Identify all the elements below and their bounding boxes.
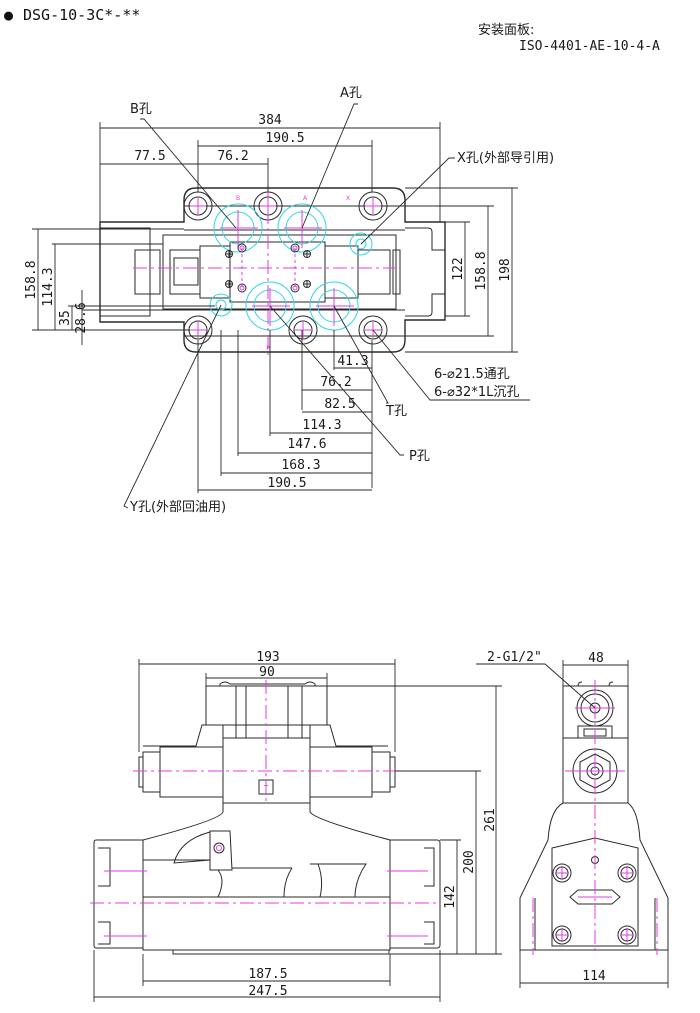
bolt-hole [358,191,388,221]
top-view: B A X P 384 190.5 77.5 76.2 122 [24,86,554,515]
dim-41-3: 41.3 [337,354,368,369]
port-x-circle [349,232,373,256]
callout-g-thread: 2-G1/2" [487,650,542,665]
side-dimensions: 48 114 2-G1/2" [476,650,669,988]
dim-158-8-left: 158.8 [24,260,39,299]
port-circles [209,203,373,331]
dim-114-3-bottom: 114.3 [302,418,341,433]
dim-28-6: 28.6 [74,302,89,333]
dim-114-3-left: 114.3 [41,267,56,306]
bottom-dimensions: 41.3 76.2 82.5 114.3 147.6 168.3 190.5 [197,330,373,493]
dim-193: 193 [256,650,279,665]
bullet-mark: ● [4,6,13,24]
dim-200: 200 [462,850,477,873]
callout-p-port: P孔 [409,449,430,464]
callout-counterbore: 6-⌀32*1L沉孔 [434,385,519,400]
dim-122: 122 [451,257,466,280]
port-b-circle [213,203,263,253]
dim-82-5: 82.5 [324,397,355,412]
model-title: DSG-10-3C*-** [23,6,140,24]
dim-190-5-bottom: 190.5 [267,476,306,491]
left-dimensions: 158.8 114.3 35 28.6 [24,228,215,345]
dim-261: 261 [483,808,498,831]
port-a-circle [277,203,327,253]
dim-147-6: 147.6 [287,437,326,452]
callout-x-port: X孔(外部导引用) [457,151,554,166]
dim-114: 114 [582,969,606,984]
dim-142: 142 [443,885,458,908]
dim-76-2-bottom: 76.2 [320,375,351,390]
dim-158-8-right: 158.8 [474,251,489,290]
callout-b-port: B孔 [130,102,152,117]
mounting-label: 安装面板: [478,23,534,38]
dim-35: 35 [58,310,73,326]
dim-198: 198 [498,258,513,281]
dim-247-5: 247.5 [248,984,287,999]
front-dimensions: 193 90 261 200 142 187.5 247.5 [93,650,502,1002]
dim-77-5: 77.5 [134,149,165,164]
port-mark-a: A [303,195,308,202]
port-mark-p: P [266,345,270,352]
callout-y-port: Y孔(外部回油用) [129,500,226,515]
callout-a-port: A孔 [340,86,362,101]
callout-t-port: T孔 [385,404,407,419]
top-dimensions: 384 190.5 77.5 76.2 [99,113,441,222]
callouts: B孔 A孔 X孔(外部导引用) 6-⌀21.5通孔 6-⌀32*1L沉孔 T孔 … [123,86,554,515]
right-dimensions: 122 158.8 198 [400,187,518,353]
dim-48: 48 [588,651,604,666]
callout-through-holes: 6-⌀21.5通孔 [434,367,510,382]
dim-187-5: 187.5 [248,967,287,982]
bolt-hole [288,315,318,345]
port-y-circle [209,293,233,317]
port-mark-x: X [346,195,350,202]
front-view: T 193 [90,650,502,1002]
dim-76-2: 76.2 [217,149,248,164]
dim-168-3: 168.3 [281,458,320,473]
side-view: 48 114 2-G1/2" [476,650,669,988]
dim-190-5: 190.5 [265,131,304,146]
mounting-standard: ISO-4401-AE-10-4-A [519,39,660,54]
dim-384: 384 [258,113,282,128]
port-mark-b: B [236,195,240,202]
dim-90: 90 [259,665,275,680]
